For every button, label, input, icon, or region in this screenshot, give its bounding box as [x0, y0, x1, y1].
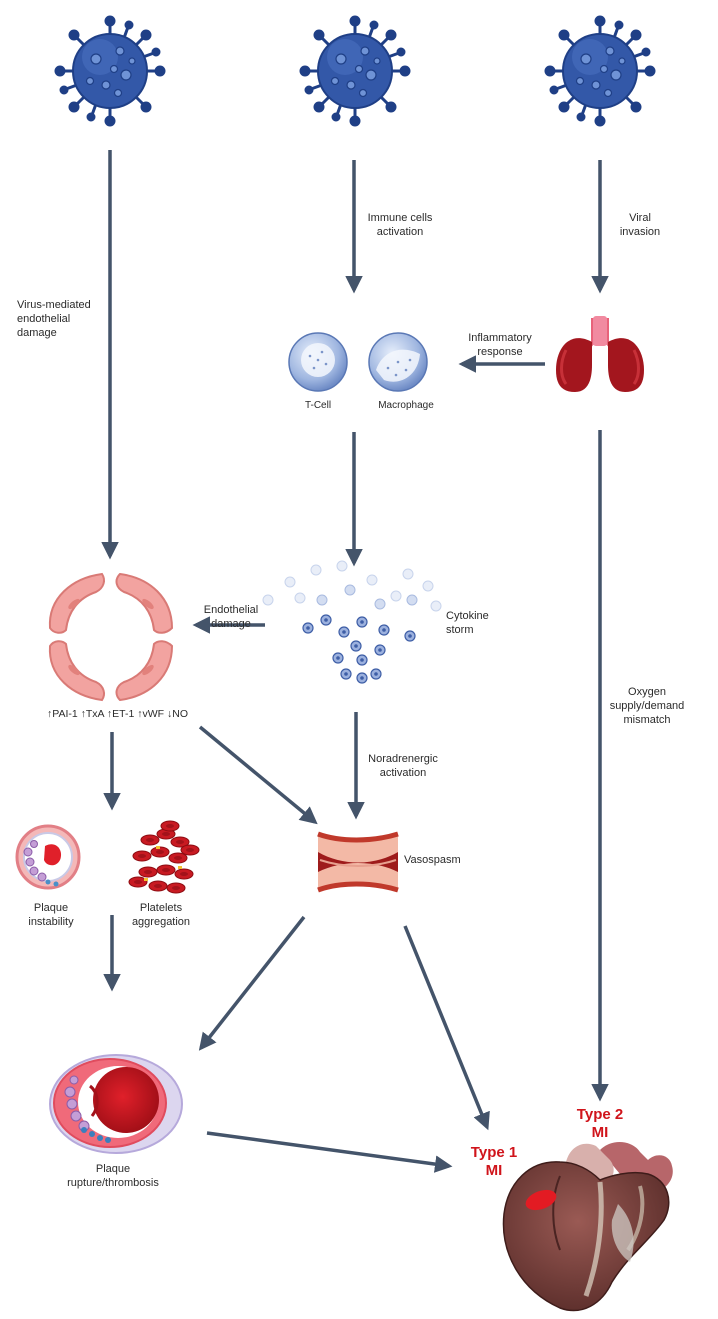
arrow-vasospasm-to-type1	[403, 925, 490, 1131]
plaque-instability-icon	[15, 824, 81, 890]
virus-icon-right	[544, 15, 656, 127]
endothelial-cells-icon	[48, 572, 174, 702]
plaque-rupture-icon	[49, 1054, 183, 1154]
label-type2-mi: Type 2 MI	[576, 1106, 624, 1141]
cytokine-storm-icon	[262, 560, 442, 684]
t-cell-icon	[288, 332, 348, 392]
virus-icon-middle	[299, 15, 411, 127]
label-plaque-rupture: Plaque rupture/thrombosis	[67, 1163, 159, 1189]
lungs-icon	[556, 316, 644, 392]
label-t-cell: T-Cell	[304, 400, 332, 411]
label-noradrenergic-activation: Noradrenergic activation	[368, 753, 438, 779]
label-endothelial-damage: Endothelial damage	[203, 604, 259, 630]
platelets-icon	[128, 820, 200, 894]
heart-icon	[502, 1141, 673, 1312]
label-vasospasm: Vasospasm	[404, 854, 461, 866]
arrow-endothelium-to-vasospasm	[198, 725, 318, 825]
label-viral-invasion: Viral invasion	[619, 212, 661, 238]
label-cytokine-storm: Cytokine storm	[446, 610, 489, 636]
label-oxygen-mismatch: Oxygen supply/demand mismatch	[609, 686, 685, 726]
label-plaque-instability: Plaque instability	[28, 902, 74, 928]
arrow-vasospasm-to-rupture	[198, 915, 306, 1051]
label-immune-cells-activation: Immune cells activation	[367, 212, 433, 238]
label-biomarkers: ↑PAI-1 ↑TxA ↑ET-1 ↑vWF ↓NO	[47, 708, 188, 720]
label-inflammatory-response: Inflammatory response	[468, 332, 532, 358]
arrow-rupture-to-type1	[206, 1131, 453, 1173]
flow-arrows	[101, 150, 609, 1173]
label-macrophage: Macrophage	[378, 400, 434, 411]
label-platelets-aggregation: Platelets aggregation	[131, 902, 191, 928]
label-virus-mediated-damage: Virus-mediated endothelial damage	[17, 299, 91, 339]
macrophage-icon	[368, 332, 428, 392]
vasospasm-vessel-icon	[317, 831, 399, 893]
virus-icon-left	[54, 15, 166, 127]
label-type1-mi: Type 1 MI	[470, 1144, 518, 1179]
